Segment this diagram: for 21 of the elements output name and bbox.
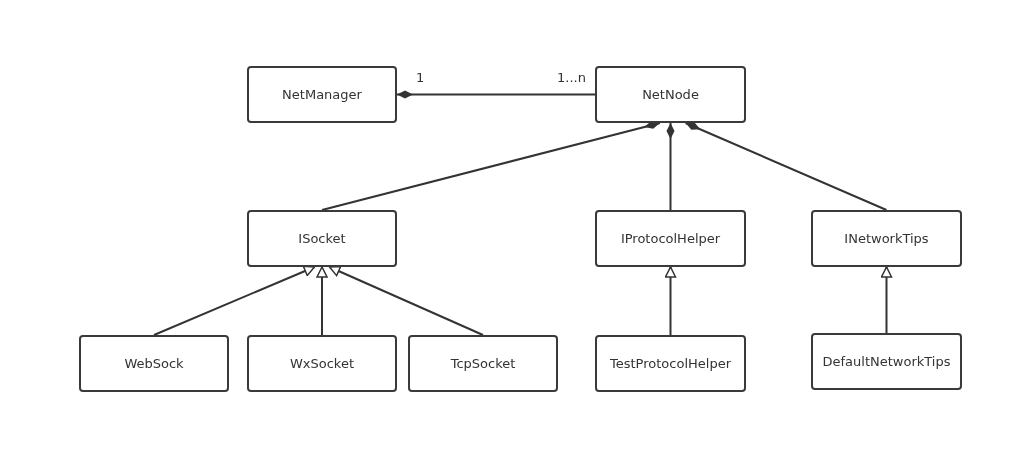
inheritance-arrow: [316, 266, 328, 336]
inheritance-arrow: [153, 265, 316, 336]
inheritance-arrow: [328, 265, 484, 336]
class-box: NetNode: [595, 66, 746, 123]
class-box: WebSock: [79, 335, 229, 392]
composition-line: [666, 122, 675, 211]
class-box: TestProtocolHelper: [595, 335, 746, 392]
multiplicity-label: 1: [416, 70, 425, 85]
composition-line: [684, 122, 888, 211]
class-box: TcpSocket: [408, 335, 558, 392]
class-box: INetworkTips: [811, 210, 962, 267]
inheritance-arrow: [664, 266, 677, 336]
composition-line: [396, 90, 596, 99]
class-box: DefaultNetworkTips: [811, 333, 962, 390]
class-box: NetManager: [247, 66, 397, 123]
inheritance-arrow: [880, 266, 893, 334]
class-box: WxSocket: [247, 335, 397, 392]
class-box: ISocket: [247, 210, 397, 267]
class-box: IProtocolHelper: [595, 210, 746, 267]
composition-line: [321, 121, 661, 211]
multiplicity-label: 1...n: [557, 70, 586, 85]
